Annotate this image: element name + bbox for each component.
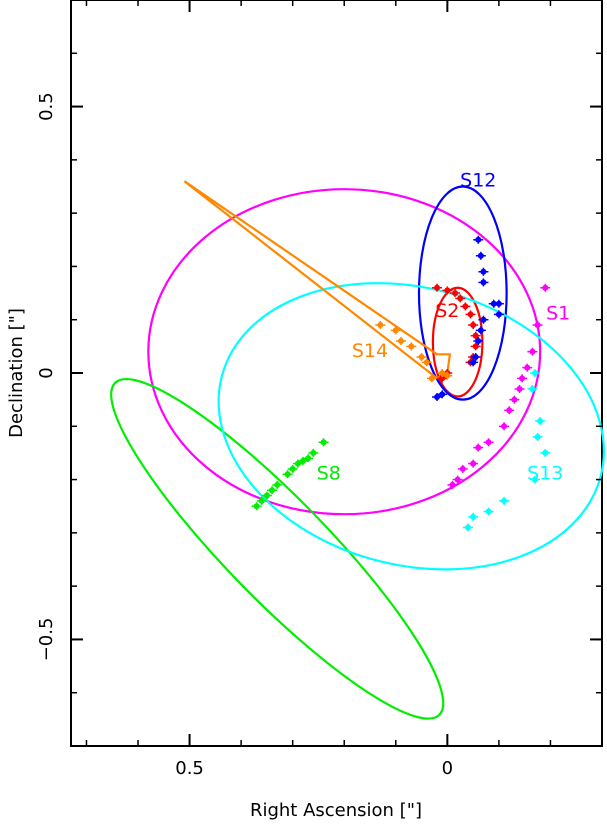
- y-tick-label: 0.5: [36, 92, 57, 121]
- data-point-s14: [416, 353, 427, 362]
- data-point-s8: [256, 496, 267, 505]
- points-layer: [251, 235, 551, 532]
- data-point-s2: [432, 283, 443, 292]
- star-label-s12: S12: [460, 170, 496, 192]
- data-point-s1: [457, 464, 468, 473]
- data-point-s12: [432, 392, 443, 401]
- data-point-s13: [529, 369, 540, 377]
- data-point-s8: [292, 459, 303, 468]
- ticks-layer: 0.5 0 0.5 0 −0.5: [36, 0, 603, 779]
- star-label-s8: S8: [317, 463, 341, 485]
- orbit-s8: [110, 377, 445, 720]
- data-point-s8: [251, 502, 262, 511]
- data-point-s12: [468, 358, 479, 367]
- data-point-s13: [462, 523, 473, 532]
- data-point-s14: [406, 342, 417, 351]
- data-point-s1: [447, 480, 458, 489]
- data-point-s2: [450, 289, 461, 298]
- data-point-s13: [527, 384, 538, 393]
- data-point-s2: [465, 310, 476, 319]
- data-point-s1: [532, 321, 543, 330]
- data-point-s12: [475, 251, 486, 260]
- data-point-s8: [261, 491, 272, 500]
- orbit-s12: [417, 185, 508, 401]
- data-point-s12: [478, 315, 489, 324]
- data-point-s1: [468, 459, 479, 468]
- data-point-s14: [390, 326, 401, 335]
- data-point-s1: [452, 475, 463, 484]
- data-point-s14: [421, 358, 432, 367]
- orbits-layer: [110, 180, 605, 720]
- x-tick-label: 0: [442, 758, 453, 779]
- data-point-s12: [470, 353, 481, 362]
- data-point-s14: [442, 371, 453, 380]
- data-point-s12: [437, 390, 448, 399]
- data-point-s13: [529, 475, 540, 484]
- data-point-s1: [517, 374, 528, 383]
- data-point-s14: [426, 374, 437, 383]
- data-point-s12: [473, 337, 484, 346]
- star-label-s1: S1: [546, 303, 570, 325]
- data-point-s13: [532, 432, 543, 441]
- data-point-s2: [470, 331, 481, 340]
- data-point-s12: [473, 235, 484, 244]
- data-point-s1: [522, 363, 533, 372]
- data-point-s8: [282, 470, 293, 479]
- star-label-s2: S2: [435, 300, 459, 322]
- data-point-s12: [493, 310, 504, 319]
- data-point-s8: [287, 464, 298, 473]
- data-point-s2: [470, 342, 481, 351]
- data-point-s13: [468, 512, 479, 521]
- data-point-s12: [478, 278, 489, 287]
- orbit-s14: [183, 180, 451, 380]
- data-point-s8: [272, 480, 283, 489]
- data-point-s13: [499, 496, 510, 505]
- data-point-s2: [468, 321, 479, 330]
- data-point-s8: [297, 456, 308, 465]
- data-point-s1: [540, 283, 551, 292]
- x-tick-label: 0.5: [175, 758, 204, 779]
- data-point-s13: [535, 416, 546, 425]
- orbit-s13: [217, 282, 605, 571]
- orbit-s2: [431, 286, 484, 398]
- y-tick-label: −0.5: [36, 618, 57, 662]
- data-point-s1: [473, 443, 484, 452]
- star-label-s14: S14: [352, 340, 388, 362]
- y-tick-label: 0: [36, 367, 57, 378]
- data-point-s8: [303, 454, 314, 463]
- data-point-s12: [475, 326, 486, 335]
- data-point-s1: [499, 422, 510, 431]
- data-point-s13: [540, 448, 551, 457]
- data-point-s1: [514, 384, 525, 393]
- data-point-s1: [527, 347, 538, 356]
- data-point-s8: [318, 438, 329, 447]
- data-point-s2: [460, 302, 471, 311]
- data-point-s2: [442, 286, 453, 295]
- data-point-s2: [455, 294, 466, 303]
- data-point-s14: [395, 337, 406, 346]
- x-axis-label: Right Ascension ["]: [250, 800, 422, 821]
- data-point-s8: [308, 448, 319, 457]
- data-point-s12: [488, 299, 499, 308]
- orbit-s1: [147, 188, 542, 516]
- data-point-s1: [509, 395, 520, 404]
- data-point-s8: [267, 486, 278, 495]
- data-point-s14: [437, 369, 448, 377]
- y-axis-label: Declination ["]: [6, 308, 27, 438]
- data-point-s1: [504, 406, 515, 415]
- data-point-s14: [375, 321, 386, 330]
- data-point-s13: [483, 507, 494, 516]
- data-point-s12: [478, 267, 489, 276]
- data-point-s1: [483, 438, 494, 447]
- star-label-s13: S13: [527, 463, 563, 485]
